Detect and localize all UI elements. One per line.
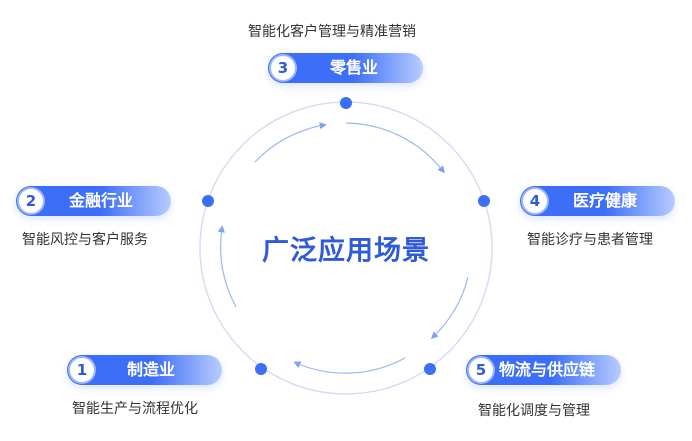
- node-dot-manufacturing: [255, 363, 267, 375]
- sector-1-label: 制造业: [127, 360, 176, 379]
- sector-2-number-badge: 2: [19, 189, 43, 213]
- node-dot-finance: [202, 195, 214, 207]
- sector-5-subtitle: 智能化调度与管理: [478, 403, 590, 419]
- sector-4-label: 医疗健康: [573, 191, 638, 210]
- sector-4-pill: 4 医疗健康: [520, 186, 675, 216]
- sector-5-pill: 5 物流与供应链: [466, 355, 621, 385]
- sector-5-number-badge: 5: [469, 358, 493, 382]
- flow-arc-bottom: [293, 357, 406, 374]
- sector-4-number-badge: 4: [523, 189, 547, 213]
- sector-3-label: 零售业: [330, 58, 379, 77]
- node-dot-retail: [340, 97, 352, 109]
- sector-1-pill: 1 制造业: [67, 355, 222, 385]
- sector-2-pill: 2 金融行业: [16, 186, 171, 216]
- sector-1-number-badge: 1: [70, 358, 94, 382]
- center-title: 广泛应用场景: [262, 235, 430, 267]
- sector-3-subtitle: 智能化客户管理与精准营销: [248, 24, 416, 40]
- flow-arc-top-left: [254, 122, 327, 163]
- node-dot-healthcare: [478, 195, 490, 207]
- flow-arc-right: [430, 276, 469, 339]
- sector-3-pill: 3 零售业: [268, 53, 423, 83]
- sector-4-subtitle: 智能诊疗与患者管理: [527, 232, 653, 248]
- flow-arc-top-right: [345, 122, 445, 174]
- flow-arc-left: [217, 225, 237, 308]
- sector-2-label: 金融行业: [69, 191, 134, 210]
- sector-5-label: 物流与供应链: [499, 360, 596, 379]
- sector-2-subtitle: 智能风控与客户服务: [22, 232, 148, 248]
- sector-1-subtitle: 智能生产与流程优化: [72, 401, 198, 417]
- node-dot-logistics: [424, 363, 436, 375]
- sector-3-number-badge: 3: [271, 56, 295, 80]
